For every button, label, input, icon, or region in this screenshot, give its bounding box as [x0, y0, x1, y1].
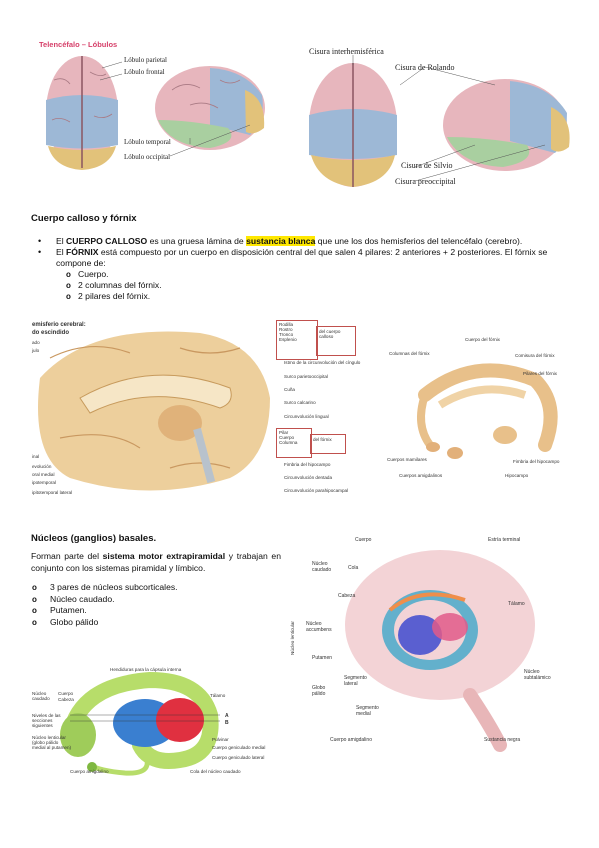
figure-fissures-right: Cisura interhemisférica Cisura de Roland… — [305, 45, 575, 195]
figure-basal-ganglia: Cuerpo Cola Cabeza Núcleo caudado Núcleo… — [290, 525, 575, 760]
label-interhemispheric: Cisura interhemisférica — [309, 47, 384, 56]
basal-paragraph: Forman parte del sistema motor extrapira… — [31, 551, 281, 573]
label-parietal: Lóbulo parietal — [124, 56, 167, 64]
bullet-corpus-callosum: El CUERPO CALLOSO es una gruesa lámina d… — [32, 236, 572, 247]
figure-medial-brain: emisferio cerebral: do escindido ado jul… — [30, 318, 375, 508]
basal-ganglia-illustration — [345, 550, 535, 752]
box-fornix: Pilar Cuerpo Columna — [276, 428, 312, 458]
callosum-bullets: El CUERPO CALLOSO es una gruesa lámina d… — [32, 236, 572, 302]
figure-caudate: Hendiduras para la cápsula interna Núcle… — [30, 665, 290, 780]
fornix-illustration — [417, 363, 558, 459]
bullet-fornix: El FÓRNIX está compuesto por un cuerpo e… — [32, 247, 572, 302]
sub-item: 2 columnas del fórnix. — [56, 280, 572, 291]
brain-fissures-illustration — [309, 55, 570, 187]
page-header: Telencéfalo – Lóbulos — [39, 40, 118, 49]
label-frontal: Lóbulo frontal — [124, 68, 165, 76]
label-silvio: Cisura de Silvio — [401, 161, 453, 170]
section-title-callosum: Cuerpo calloso y fórnix — [31, 213, 137, 224]
section-title-basal: Núcleos (ganglios) basales. — [31, 533, 157, 544]
label-preoccipital: Cisura preoccipital — [395, 177, 456, 186]
box-corpus-callosum-side: del cuerpo calloso — [316, 326, 356, 356]
label-temporal: Lóbulo temporal — [124, 138, 171, 146]
list-item: Núcleo caudado. — [28, 594, 178, 606]
label-rolando: Cisura de Rolando — [395, 63, 455, 72]
box-fornix-side: del fórnix — [310, 434, 346, 454]
medial-brain-illustration — [38, 331, 270, 491]
caudate-illustration — [60, 671, 220, 776]
highlight-white-matter: sustancia blanca — [246, 236, 316, 246]
brain-lobes-illustration — [46, 56, 265, 170]
sub-item: 2 pilares del fórnix. — [56, 291, 572, 302]
list-item: Putamen. — [28, 605, 178, 617]
figure-fornix: Cuerpo del fórnix Columnas del fórnix Co… — [385, 335, 570, 485]
basal-list: 3 pares de núcleos subcorticales. Núcleo… — [28, 582, 178, 628]
box-corpus-callosum: Rodilla Rostro Tronco Esplenio — [276, 320, 318, 360]
sub-item: Cuerpo. — [56, 269, 572, 280]
fornix-sublist: Cuerpo. 2 columnas del fórnix. 2 pilares… — [56, 269, 572, 302]
list-item: 3 pares de núcleos subcorticales. — [28, 582, 178, 594]
figure-lobes-left: Lóbulo parietal Lóbulo frontal Lóbulo te… — [40, 50, 285, 190]
list-item: Globo pálido — [28, 617, 178, 629]
label-occipital: Lóbulo occipital — [124, 153, 171, 161]
